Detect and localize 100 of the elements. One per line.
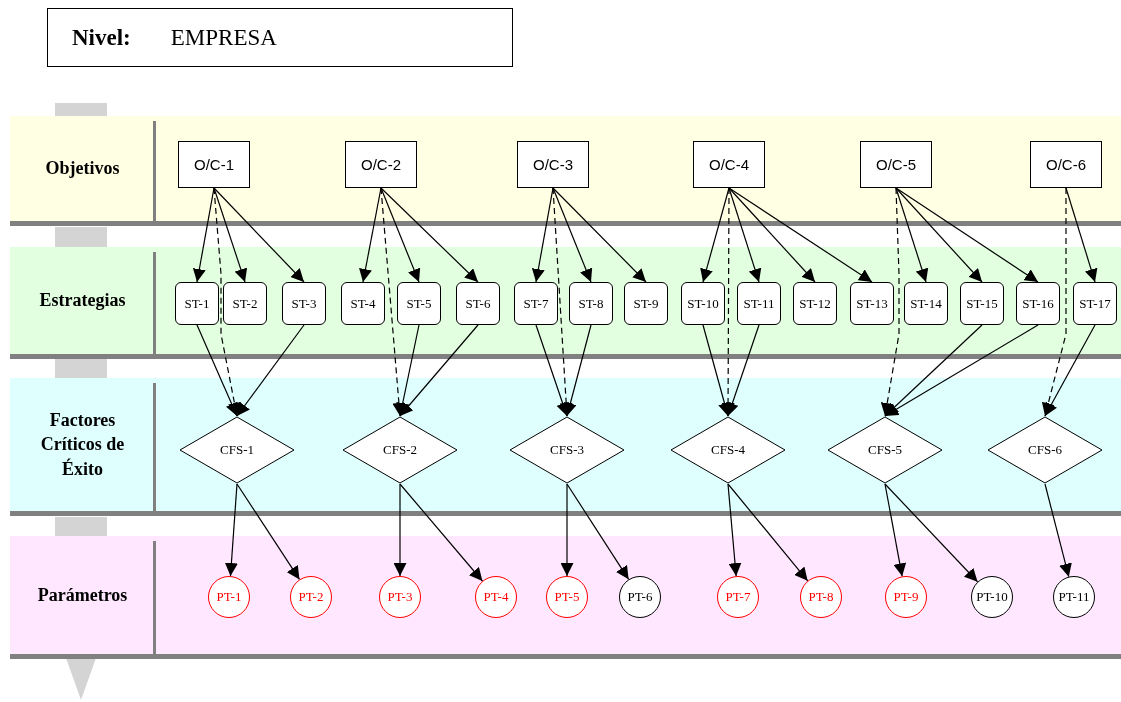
parameter-circle xyxy=(475,576,517,618)
node-label: ST-2 xyxy=(232,295,258,312)
node-label: PT-4 xyxy=(483,589,509,605)
strategy-box xyxy=(681,282,725,325)
node-label: ST-16 xyxy=(1022,295,1054,312)
arrow xyxy=(236,324,305,417)
arrow xyxy=(531,187,554,283)
node-label: O/C-5 xyxy=(876,156,916,173)
node-label: CFS-3 xyxy=(550,442,584,458)
strategy-box xyxy=(175,282,219,325)
node-label: CFS-5 xyxy=(868,442,902,458)
strategy-box xyxy=(223,282,267,325)
band-label: Objetivos xyxy=(44,157,121,181)
parameter-circle xyxy=(800,576,842,618)
arrow xyxy=(702,324,731,417)
arrow xyxy=(880,187,900,417)
band-label: Parámetros xyxy=(36,583,129,607)
header-text: Nivel: xyxy=(72,24,131,51)
factor-diamond xyxy=(342,416,458,484)
node-label: CFS-2 xyxy=(383,442,417,458)
level-band xyxy=(10,536,1121,659)
arrow xyxy=(224,483,238,577)
arrow xyxy=(727,483,809,582)
objective-box xyxy=(860,141,932,188)
strategy-box xyxy=(1073,282,1117,325)
arrow xyxy=(213,187,305,283)
objective-box xyxy=(693,141,765,188)
objective-box xyxy=(517,141,589,188)
arrow xyxy=(1044,483,1072,578)
node-label: PT-7 xyxy=(725,589,751,605)
node-label: ST-12 xyxy=(799,295,831,312)
level-band xyxy=(10,378,1121,516)
arrow xyxy=(535,324,569,417)
node-label: ST-11 xyxy=(743,295,775,312)
arrow xyxy=(380,187,479,283)
node-label: CFS-6 xyxy=(1028,442,1062,458)
arrow xyxy=(380,187,421,283)
arrow xyxy=(566,483,630,580)
node-label: ST-5 xyxy=(406,295,432,312)
arrow xyxy=(884,324,983,417)
strategy-box xyxy=(456,282,500,325)
header-text: EMPRESA xyxy=(170,24,277,51)
node-label: ST-8 xyxy=(578,295,604,312)
band-label: Factores Críticos de Éxito xyxy=(39,409,126,481)
arrow xyxy=(552,187,647,283)
node-label: PT-2 xyxy=(298,589,324,605)
node-label: ST-6 xyxy=(465,295,491,312)
strategy-box xyxy=(341,282,385,325)
arrow xyxy=(884,483,907,577)
node-label: O/C-1 xyxy=(194,156,234,173)
factor-diamond xyxy=(509,416,625,484)
factor-diamond xyxy=(987,416,1103,484)
node-label: O/C-2 xyxy=(361,156,401,173)
node-label: PT-11 xyxy=(1058,589,1090,605)
node-label: ST-10 xyxy=(687,295,719,312)
node-label: PT-9 xyxy=(893,589,919,605)
node-label: O/C-4 xyxy=(709,156,749,173)
strategy-box xyxy=(397,282,441,325)
node-label: PT-1 xyxy=(216,589,242,605)
node-label: O/C-3 xyxy=(533,156,573,173)
node-label: ST-4 xyxy=(350,295,376,312)
arrow xyxy=(236,483,301,581)
arrow xyxy=(393,483,407,577)
node-label: PT-5 xyxy=(554,589,580,605)
node-label: ST-7 xyxy=(523,295,549,312)
parameter-circle xyxy=(208,576,250,618)
node-label: ST-17 xyxy=(1079,295,1111,312)
arrow xyxy=(552,187,593,283)
strategy-box xyxy=(282,282,326,325)
factor-diamond xyxy=(179,416,295,484)
arrow xyxy=(399,324,479,417)
node-label: ST-3 xyxy=(291,295,317,312)
arrow xyxy=(1041,187,1067,417)
factor-diamond xyxy=(827,416,943,484)
parameter-circle xyxy=(619,576,661,618)
node-label: PT-6 xyxy=(627,589,653,605)
objective-box xyxy=(178,141,250,188)
strategy-box xyxy=(1016,282,1060,325)
arrow xyxy=(399,483,483,582)
arrow xyxy=(560,483,574,577)
arrow xyxy=(728,187,816,283)
arrow xyxy=(728,187,873,283)
arrow xyxy=(726,324,760,417)
parameter-circle xyxy=(379,576,421,618)
arrow xyxy=(564,324,592,417)
level-header-box xyxy=(47,8,513,67)
factor-diamond xyxy=(670,416,786,484)
node-label: CFS-4 xyxy=(711,442,745,458)
strategy-box xyxy=(624,282,668,325)
strategy-box xyxy=(737,282,781,325)
arrow xyxy=(196,324,238,417)
arrow xyxy=(359,187,382,283)
objective-box xyxy=(345,141,417,188)
arrow xyxy=(1044,324,1096,417)
strategy-box xyxy=(514,282,558,325)
arrow xyxy=(396,324,420,417)
strategy-box xyxy=(960,282,1004,325)
parameter-circle xyxy=(971,576,1013,618)
band-label: Estrategias xyxy=(38,289,127,313)
arrow xyxy=(884,483,979,583)
